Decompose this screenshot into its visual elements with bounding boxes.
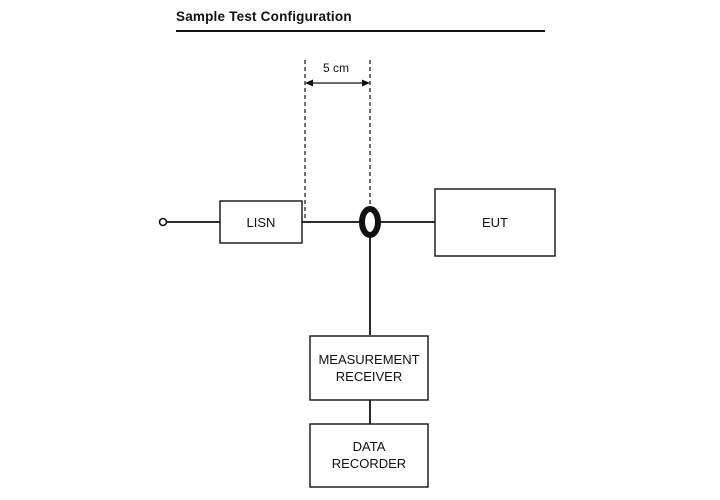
data-recorder-box <box>309 423 429 488</box>
eut-label: EUT <box>482 215 508 230</box>
dimension-arrow-left-icon <box>305 79 313 87</box>
eut-box <box>434 188 556 257</box>
current-probe-icon <box>359 206 381 238</box>
lisn-box <box>219 200 303 244</box>
measurement-receiver-box <box>309 335 429 401</box>
page-title: Sample Test Configuration <box>176 9 545 32</box>
measurement-receiver-label-line2: RECEIVER <box>336 369 402 384</box>
dimension-arrow-right-icon <box>362 79 370 87</box>
dimension-label: 5 cm <box>323 61 349 75</box>
data-recorder-label-line2: RECORDER <box>332 456 406 471</box>
measurement-receiver-label-line1: MEASUREMENT <box>318 352 419 367</box>
data-recorder-label-line1: DATA <box>353 439 386 454</box>
lisn-label: LISN <box>247 215 276 230</box>
input-terminal-icon <box>158 217 168 227</box>
